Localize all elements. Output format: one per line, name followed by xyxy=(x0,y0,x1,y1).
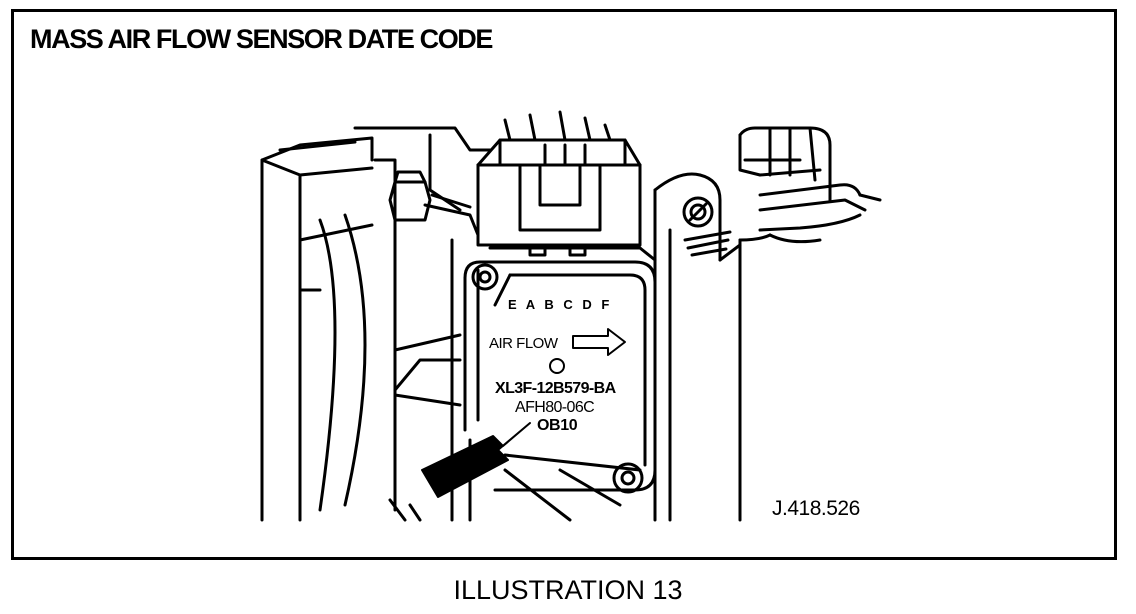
clamp-screw xyxy=(682,196,732,257)
airflow-label: AIR FLOW xyxy=(489,335,559,352)
airbox-bracket xyxy=(260,126,492,522)
illustration-frame xyxy=(11,9,1117,560)
label-plate xyxy=(463,260,657,492)
calibration-code: AFH80-06C xyxy=(515,399,594,416)
pointer-arrow xyxy=(421,422,531,498)
part-number: XL3F-12B579-BA xyxy=(495,380,617,397)
date-code: OB10 xyxy=(537,417,578,434)
throttle-housing xyxy=(373,158,462,522)
bolt xyxy=(388,170,480,237)
plate-screw-top xyxy=(471,263,499,291)
hose-connector xyxy=(738,126,882,244)
electrical-connector xyxy=(476,110,642,257)
pin-letters: E A B C D F xyxy=(508,297,612,312)
airflow-arrow xyxy=(572,328,626,356)
plate-screw-bottom xyxy=(612,462,644,494)
label-circle-mark xyxy=(549,358,565,374)
illustration-title: MASS AIR FLOW SENSOR DATE CODE xyxy=(30,24,493,54)
illustration-caption: ILLUSTRATION 13 xyxy=(453,575,683,605)
reference-code: J.418.526 xyxy=(772,497,860,520)
